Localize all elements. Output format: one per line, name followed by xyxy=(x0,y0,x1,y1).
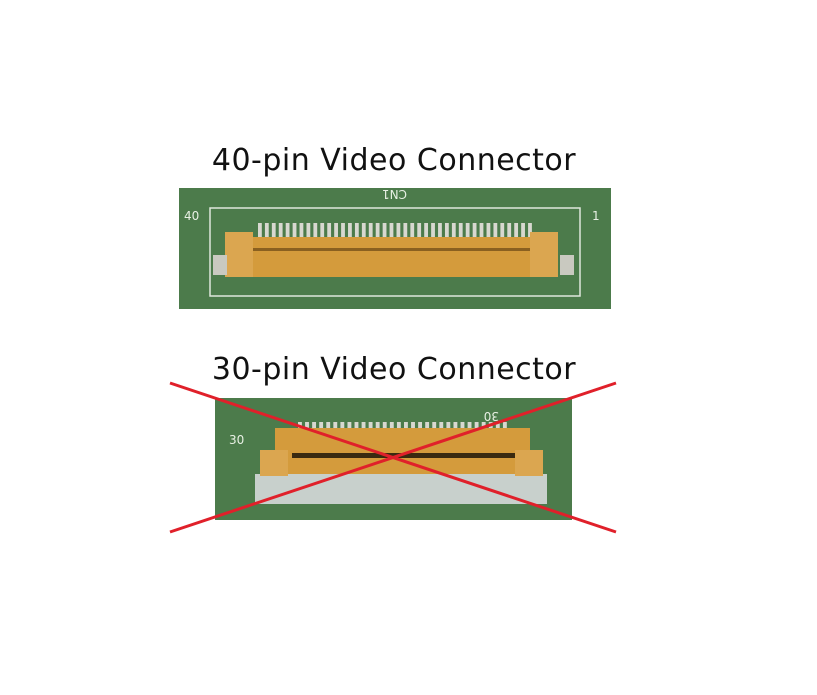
incompatible-cross-icon xyxy=(169,381,617,534)
pin xyxy=(361,422,366,432)
pin xyxy=(320,223,325,237)
pin xyxy=(354,223,359,237)
pin xyxy=(502,422,507,432)
connector-40-photo: 40 1 CN1 xyxy=(179,187,611,309)
pin xyxy=(264,223,269,237)
pin xyxy=(347,422,352,432)
pin xyxy=(514,223,519,237)
pin xyxy=(439,422,444,432)
pin xyxy=(354,422,359,432)
pin xyxy=(278,223,283,237)
pin xyxy=(431,223,435,237)
pin xyxy=(319,422,324,432)
pin xyxy=(411,422,415,432)
pin xyxy=(417,223,422,237)
pin xyxy=(271,223,276,237)
pin xyxy=(292,223,297,237)
pin xyxy=(528,223,532,237)
connector-40-body xyxy=(240,237,550,277)
pin xyxy=(418,422,423,432)
pin xyxy=(403,223,408,237)
pin xyxy=(425,422,430,432)
pin xyxy=(348,223,352,237)
pin xyxy=(474,422,479,432)
pin xyxy=(333,422,338,432)
pin xyxy=(472,223,477,237)
pin xyxy=(375,422,380,432)
pin-row-40 xyxy=(258,223,532,237)
pin xyxy=(312,422,317,432)
pin xyxy=(326,422,331,432)
cn1-label: CN1 xyxy=(382,187,407,201)
pin xyxy=(424,223,429,237)
pin xyxy=(334,223,338,237)
pin-30-top-label: 30 xyxy=(484,409,499,423)
pin xyxy=(327,223,332,237)
pin xyxy=(458,223,463,237)
pin xyxy=(500,223,505,237)
pin xyxy=(368,422,373,432)
pin xyxy=(479,223,484,237)
pin xyxy=(375,223,380,237)
pin xyxy=(453,422,458,432)
pin xyxy=(438,223,442,237)
pin xyxy=(389,422,394,432)
pin-40-label: 40 xyxy=(184,209,199,223)
pin xyxy=(495,422,500,432)
connector-30-title: 30-pin Video Connector xyxy=(211,352,577,387)
pin xyxy=(507,223,512,237)
pin xyxy=(368,223,373,237)
pin xyxy=(341,223,345,237)
pin xyxy=(389,223,394,237)
pin xyxy=(451,223,456,237)
connector-40-title: 40-pin Video Connector xyxy=(211,143,577,178)
pin xyxy=(258,223,262,237)
pin xyxy=(382,422,387,432)
connector-30-body xyxy=(275,428,530,474)
pin xyxy=(465,223,470,237)
pin-row-30 xyxy=(298,422,507,432)
pin xyxy=(299,223,304,237)
pin-30-label: 30 xyxy=(229,433,244,447)
pin xyxy=(446,422,451,432)
pin xyxy=(340,422,345,432)
pin xyxy=(313,223,318,237)
pin xyxy=(396,223,401,237)
pin xyxy=(488,422,493,432)
pin xyxy=(396,422,401,432)
pin xyxy=(467,422,472,432)
pin xyxy=(410,223,415,237)
pin xyxy=(306,223,311,237)
pin xyxy=(432,422,437,432)
pin xyxy=(382,223,387,237)
pin xyxy=(404,422,408,432)
pin xyxy=(460,422,465,432)
pin xyxy=(521,223,525,237)
pin xyxy=(493,223,498,237)
pin xyxy=(361,223,366,237)
pin xyxy=(305,422,309,432)
pin xyxy=(486,223,491,237)
pin xyxy=(285,223,290,237)
pin-1-label: 1 xyxy=(592,209,600,223)
pin xyxy=(444,223,449,237)
